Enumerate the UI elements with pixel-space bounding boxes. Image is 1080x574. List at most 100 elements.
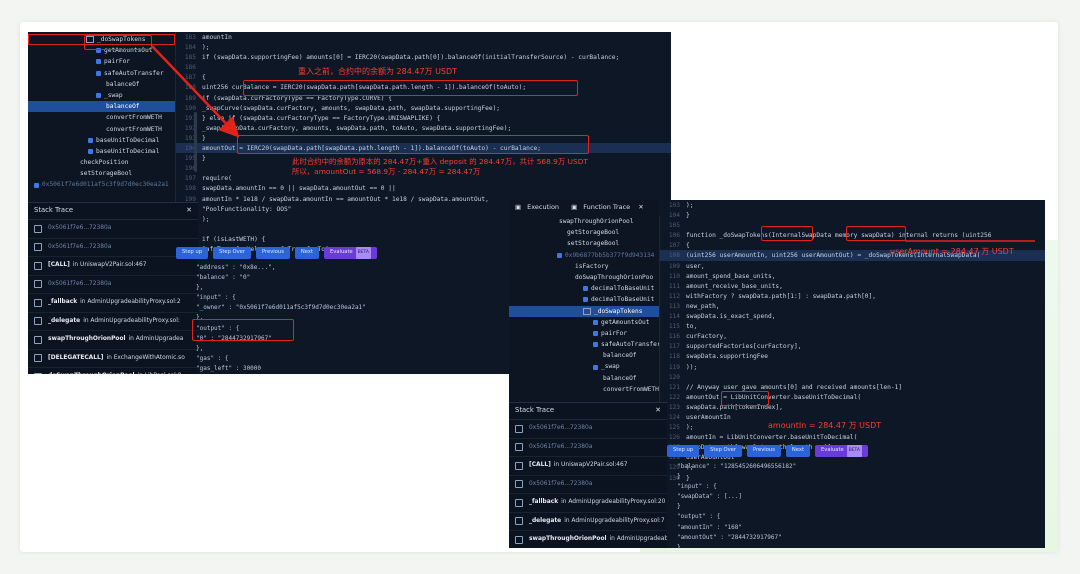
tree-item[interactable]: _swap (509, 361, 659, 372)
collapse-icon[interactable]: ▣ (515, 203, 522, 212)
code-line: 115 to, (660, 321, 1045, 331)
tree-scrollbar[interactable] (194, 112, 197, 172)
json-text: "gas" : { (196, 354, 229, 362)
tree-item[interactable]: 0x5061f7e6d011af5c3f9d7d0ec30ea2a1 (28, 179, 175, 190)
checkbox-icon[interactable] (593, 342, 598, 348)
line-number: 193 (184, 134, 196, 142)
tree-item-label: _swap (601, 363, 620, 371)
json-line: "0" : "2844732917967" (196, 334, 516, 344)
checkbox-icon[interactable] (593, 319, 598, 325)
stack-frame[interactable]: 0x5061f7e6...72380a (509, 420, 667, 439)
tree-item[interactable]: balanceOf (509, 350, 659, 361)
checkbox-icon[interactable] (593, 364, 598, 370)
tree-item[interactable]: baseUnitToDecimal (28, 135, 175, 146)
code-text: amountIn (202, 34, 232, 41)
close-icon[interactable]: ✕ (638, 203, 644, 212)
step-over-button[interactable]: Step Over (704, 445, 742, 457)
code-text: ); (686, 424, 694, 432)
tree-item[interactable]: setStorageBool (509, 238, 659, 249)
tree-item[interactable]: baseUnitToDecimal (28, 146, 175, 157)
previous-button[interactable]: Previous (255, 247, 290, 259)
step-up-button[interactable]: Step up (176, 247, 209, 259)
step-over-button[interactable]: Step Over (213, 247, 251, 259)
checkbox-icon[interactable] (96, 70, 101, 76)
code-line: 125 ); (660, 422, 1045, 432)
tree-item[interactable]: checkPosition (28, 157, 175, 168)
stack-frame[interactable]: 0x5061f7e6...72380a (28, 220, 198, 239)
amountIn-highlight-box (721, 391, 769, 406)
tree-item[interactable]: getAmountsOut (509, 317, 659, 328)
collapse-icon[interactable] (86, 36, 94, 44)
stack-frame[interactable]: 0x5061f7e6...72380a (28, 239, 198, 257)
stack-frame[interactable]: 0x5061f7e6...72380a (28, 276, 198, 294)
tree-item[interactable]: convertFromWETH (509, 384, 659, 395)
stack-frame[interactable]: doSwapThroughOrionPoolin LibPool.sol:8 (28, 368, 198, 374)
tree-item[interactable]: 0x9b6877bb5b377f9d943134 (509, 250, 659, 261)
next-button[interactable]: Next (785, 445, 811, 457)
tree-item[interactable]: decimalToBaseUnit (509, 294, 659, 305)
tree-item[interactable]: doSwapThroughOrionPoo (509, 272, 659, 283)
tree-item[interactable]: pairFor (28, 56, 175, 67)
checkbox-icon[interactable] (593, 330, 598, 336)
tree-item[interactable]: _doSwapTokens (28, 34, 175, 46)
frame-icon (34, 354, 42, 363)
tab-function-trace[interactable]: Function Trace (583, 203, 631, 212)
tree-item[interactable]: getAmountsOut (28, 45, 175, 56)
stack-frame-location: in AdminUpgradeabilityProxy.sol: (83, 317, 180, 324)
tree-item[interactable]: decimalToBaseUnit (509, 283, 659, 294)
code-line: 183 amountIn (176, 32, 671, 42)
collapse-icon[interactable] (583, 307, 591, 315)
tree-item[interactable]: balanceOf (28, 79, 175, 90)
tree-item[interactable]: convertFromWETH (28, 124, 175, 135)
step-up-button[interactable]: Step up (667, 445, 700, 457)
checkbox-icon[interactable] (583, 297, 588, 303)
json-text: } (677, 473, 681, 481)
json-text: "amountIn" : "168" (677, 523, 743, 531)
tree-item[interactable]: isFactory (509, 261, 659, 272)
checkbox-icon[interactable] (96, 93, 101, 99)
tree-item[interactable]: getStorageBool (509, 227, 659, 238)
collapse-icon[interactable]: ▣ (571, 203, 578, 212)
tree-item[interactable]: convertFromWETH (28, 112, 175, 123)
previous-button[interactable]: Previous (746, 445, 781, 457)
tree-item[interactable]: pairFor (509, 328, 659, 339)
tree-item[interactable]: safeAutoTransfer (509, 339, 659, 350)
tree-item[interactable]: _doSwapTokens (509, 305, 659, 317)
stack-trace-title: Stack Trace (34, 206, 74, 215)
stack-frame[interactable]: 0x5061f7e6...72380a (509, 439, 667, 457)
button-label: Step Over (710, 447, 736, 454)
checkbox-icon[interactable] (96, 59, 101, 65)
stack-frame[interactable]: [DELEGATECALL]in ExchangeWithAtomic.so (28, 350, 198, 368)
tree-item[interactable]: setStorageBool (28, 168, 175, 179)
stack-frame[interactable]: [CALL]in UniswapV2Pair.sol:467 (509, 457, 667, 476)
next-button[interactable]: Next (294, 247, 320, 259)
code-line: 118 swapData.supportingFee (660, 351, 1045, 361)
stack-frame[interactable]: [CALL]in UniswapV2Pair.sol:467 (28, 257, 198, 276)
tree-item[interactable]: balanceOf (509, 373, 659, 384)
tree-item[interactable]: swapThroughOrionPool (509, 216, 659, 227)
checkbox-icon[interactable] (88, 148, 93, 154)
checkbox-icon[interactable] (88, 137, 93, 143)
tree-item[interactable]: safeAutoTransfer (28, 68, 175, 79)
tree-item[interactable]: balanceOf (28, 101, 175, 113)
checkbox-icon[interactable] (583, 286, 588, 292)
close-icon[interactable]: ✕ (655, 406, 661, 415)
tree-item[interactable]: _swap (28, 90, 175, 101)
checkbox-icon[interactable] (96, 48, 101, 54)
frame-icon (34, 243, 42, 252)
stack-frame[interactable]: 0x5061f7e6...72380a (509, 476, 667, 494)
code-text: } (202, 155, 206, 163)
tab-execution[interactable]: Execution (527, 203, 560, 212)
close-icon[interactable]: ✕ (186, 206, 192, 215)
json-text: "input" : { (677, 483, 717, 491)
